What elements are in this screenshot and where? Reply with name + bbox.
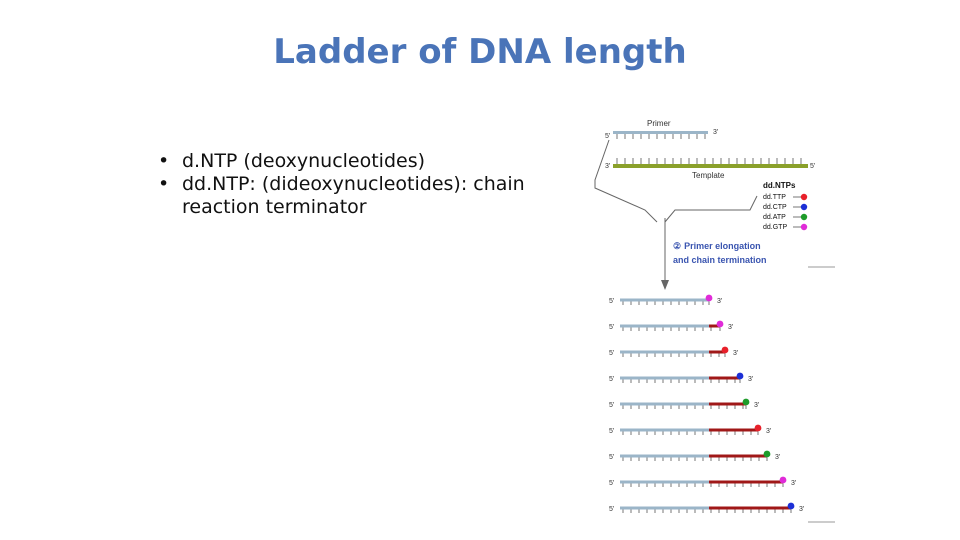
bullet-item-ddntp: • dd.NTP: (dideoxynucleotides): chain re…: [158, 173, 578, 219]
terminator-dot-icon: [787, 502, 795, 510]
fragment-ladder: 5' 3' 5' 3' 5' 3' 5' 3' 5' 3' 5' 3' 5' 3' 5' 3' 5' 3': [609, 294, 804, 513]
fragment-5prime-label: 5': [609, 428, 614, 435]
fragment-3prime-label: 3': [728, 324, 733, 331]
fragment-extension: [709, 350, 725, 354]
fragment-extension: [709, 402, 746, 406]
fragment-3prime-label: 3': [791, 480, 796, 487]
terminator-dot-icon: [736, 372, 744, 380]
fragment-extension: [709, 376, 740, 380]
ladder-fragment: 5' 3': [609, 476, 796, 487]
ladder-fragment: 5' 3': [609, 346, 738, 357]
fragment-5prime-label: 5': [609, 350, 614, 357]
fragment-5prime-label: 5': [609, 298, 614, 305]
legend-dot-icon: [800, 213, 808, 221]
terminator-dot-icon: [716, 320, 724, 328]
legend-label-ddctp: dd.CTP: [763, 204, 787, 211]
legend-dot-icon: [800, 223, 808, 231]
fragment-primer: [620, 298, 709, 302]
terminator-dot-icon: [705, 294, 713, 302]
fragment-primer: [620, 506, 709, 510]
sanger-sequencing-diagram: Primer 5' 3' 3' 5' Template dd.NTPs dd.T…: [594, 119, 835, 523]
step-label-line-2: and chain termination: [673, 255, 767, 265]
ladder-fragment: 5' 3': [609, 294, 722, 305]
fragment-5prime-label: 5': [609, 454, 614, 461]
template-3prime-label: 3': [605, 163, 610, 170]
fragment-5prime-label: 5': [609, 376, 614, 383]
fragment-primer: [620, 376, 709, 380]
ladder-fragment: 5' 3': [609, 372, 753, 383]
fragment-5prime-label: 5': [609, 480, 614, 487]
template-ticks: [616, 158, 802, 164]
bullet-item-dntp: • d.NTP (deoxynucleotides): [158, 150, 578, 173]
bullet-dot-icon: •: [158, 150, 170, 172]
primer-ticks: [616, 134, 706, 139]
fragment-5prime-label: 5': [609, 506, 614, 513]
primer-strand: [613, 131, 708, 134]
ddntp-arrow: [664, 195, 758, 223]
fragment-primer: [620, 324, 709, 328]
fragment-3prime-label: 3': [733, 350, 738, 357]
template-strand: [613, 164, 808, 168]
bullet-dot-icon: •: [158, 173, 170, 195]
fragment-primer: [620, 454, 709, 458]
fragment-primer: [620, 428, 709, 432]
template-5prime-label: 5': [810, 163, 815, 170]
down-arrow-head-icon: [661, 280, 669, 290]
ladder-fragment: 5' 3': [609, 502, 804, 513]
fragment-3prime-label: 3': [766, 428, 771, 435]
legend-dot-icon: [800, 193, 808, 201]
terminator-dot-icon: [742, 398, 750, 406]
legend-label-ddttp: dd.TTP: [763, 194, 786, 201]
fragment-extension: [709, 454, 767, 458]
fragment-5prime-label: 5': [609, 402, 614, 409]
step-number: ②: [673, 241, 681, 251]
ladder-fragment: 5' 3': [609, 398, 759, 409]
fragment-3prime-label: 3': [775, 454, 780, 461]
step-text-1: Primer elongation: [684, 241, 761, 251]
primer-label: Primer: [647, 119, 671, 128]
legend-dot-icon: [800, 203, 808, 211]
fragment-primer: [620, 480, 709, 484]
template-label: Template: [692, 171, 725, 180]
ladder-fragment: 5' 3': [609, 424, 771, 435]
fragment-3prime-label: 3': [717, 298, 722, 305]
primer-3prime-label: 3': [713, 129, 718, 136]
ladder-fragment: 5' 3': [609, 320, 733, 331]
terminator-dot-icon: [754, 424, 762, 432]
fragment-extension: [709, 324, 720, 328]
fragment-3prime-label: 3': [748, 376, 753, 383]
bullet-text: d.NTP (deoxynucleotides): [182, 150, 426, 172]
fragment-extension: [709, 428, 758, 432]
bullet-list: • d.NTP (deoxynucleotides) • dd.NTP: (di…: [158, 150, 578, 219]
slide-title: Ladder of DNA length: [273, 32, 687, 72]
terminator-dot-icon: [763, 450, 771, 458]
fragment-5prime-label: 5': [609, 324, 614, 331]
primer-5prime-label: 5': [605, 133, 610, 140]
legend-label-ddatp: dd.ATP: [763, 214, 786, 221]
ladder-fragment: 5' 3': [609, 450, 780, 461]
fragment-3prime-label: 3': [799, 506, 804, 513]
fragment-primer: [620, 350, 709, 354]
legend-label-ddgtp: dd.GTP: [763, 224, 787, 231]
primer-arrow: [594, 139, 658, 223]
fragment-3prime-label: 3': [754, 402, 759, 409]
fragment-extension: [709, 506, 791, 510]
ddntps-legend-title: dd.NTPs: [763, 181, 796, 190]
fragment-primer: [620, 402, 709, 406]
legend-marks: [793, 193, 808, 231]
fragment-extension: [709, 480, 783, 484]
terminator-dot-icon: [721, 346, 729, 354]
terminator-dot-icon: [779, 476, 787, 484]
bullet-text: dd.NTP: (dideoxynucleotides): chain reac…: [182, 173, 525, 218]
